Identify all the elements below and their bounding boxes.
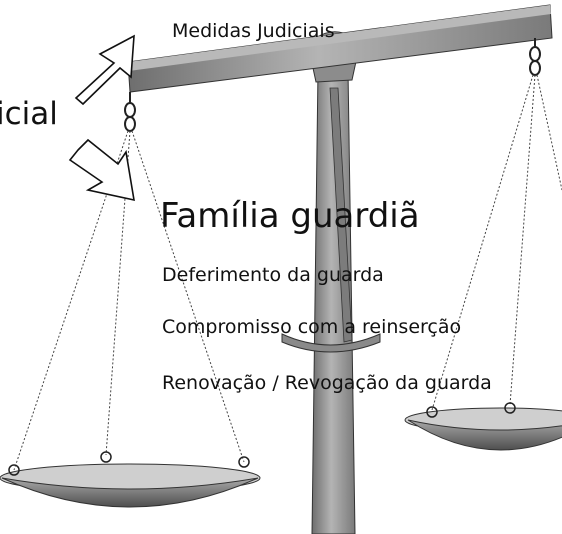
list-item: Compromisso com a reinserção (162, 316, 462, 338)
familia-guardia-heading: Família guardiã (160, 196, 420, 236)
list-item: Renovação / Revogação da guarda (162, 372, 492, 394)
right-pan-strings (431, 74, 562, 411)
medidas-judiciais-label: Medidas Judiciais (172, 20, 335, 42)
cut-off-label: icial (0, 96, 58, 132)
left-hook (124, 92, 136, 132)
list-item: Deferimento da guarda (162, 264, 384, 286)
right-pan (404, 402, 562, 451)
right-hook (529, 38, 541, 76)
arrow-down-right-icon (68, 138, 135, 202)
scale-beam (127, 4, 553, 93)
left-pan (0, 451, 261, 508)
arrow-up-right-icon (74, 34, 135, 106)
